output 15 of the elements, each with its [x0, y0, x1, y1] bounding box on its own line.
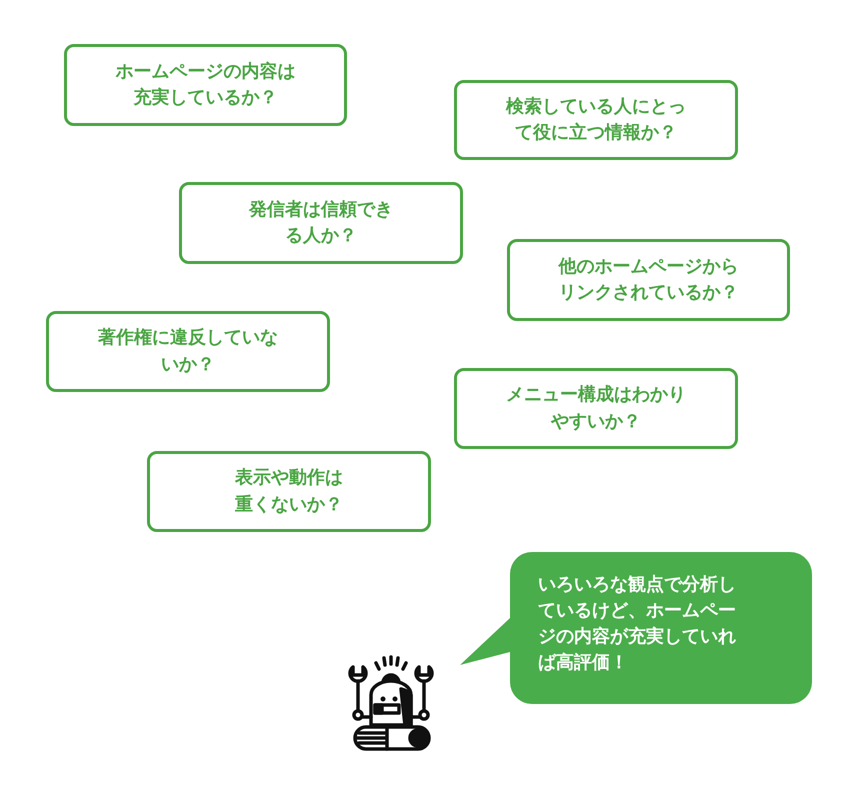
question-box [64, 44, 347, 126]
question-box [46, 311, 330, 392]
question-box [147, 451, 431, 532]
question-box [454, 368, 738, 449]
question-text: 発信者は信頼できる人か？ [248, 198, 394, 248]
question-box [454, 80, 738, 160]
question-text: メニュー構成はわかりやすいか？ [504, 383, 687, 434]
question-text: 他のホームページからリンクされているか？ [557, 254, 740, 305]
question-box [179, 182, 463, 264]
question-box [507, 239, 790, 321]
question-text: 検索している人にとって役に立つ情報か？ [504, 94, 687, 145]
question-text: 著作権に違反していないか？ [96, 326, 279, 376]
speech-text: いろいろな観点で分析しているけど、ホームページの内容が充実していれば高評価！ [538, 573, 737, 676]
question-text: ホームページの内容は充実しているか？ [114, 60, 296, 110]
question-text: 表示や動作は重くないか？ [234, 466, 344, 516]
